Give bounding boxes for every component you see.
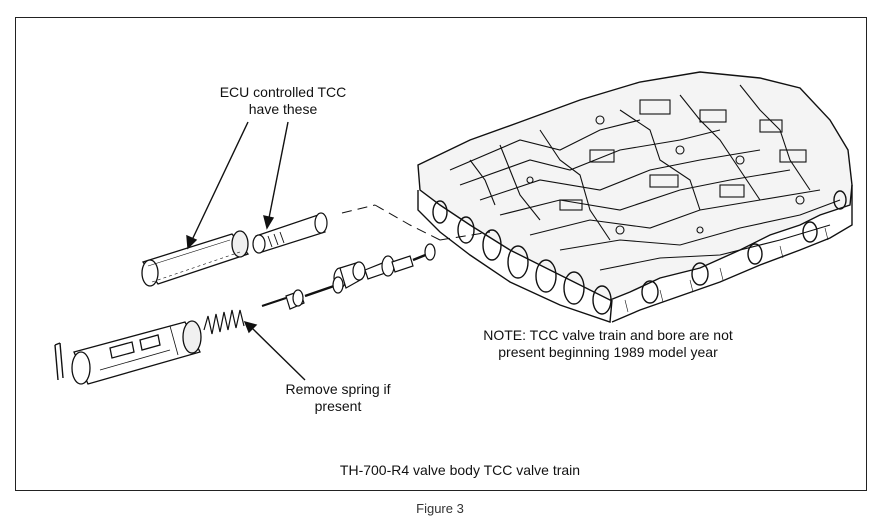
note-label: NOTE: TCC valve train and bore are not p… [428,327,788,361]
note-line1: NOTE: TCC valve train and bore are not [483,327,733,343]
spring-label-line1: Remove spring if [285,381,391,397]
tcc-valve-stem [333,243,436,289]
tcc-valve-lower [261,276,344,310]
remove-spring-label: Remove spring if present [248,381,428,415]
ecu-label-line2: have these [248,101,318,117]
center-lines [341,204,491,241]
tcc-plunger-cylinder [141,230,250,287]
tcc-spring [203,309,245,335]
figure-frame [15,17,867,491]
figure-number: Figure 3 [416,501,464,516]
ecu-controlled-label: ECU controlled TCC have these [183,84,383,118]
valve-body-casting [417,71,853,323]
ecu-label-line1: ECU controlled TCC [219,84,347,100]
note-line2: present beginning 1989 model year [498,344,718,360]
spring-label-line2: present [314,398,362,414]
retainer-pin [54,342,64,381]
leader-arrows [186,121,306,381]
figure-caption: TH-700-R4 valve body TCC valve train [339,462,581,478]
tcc-valve-end [71,320,202,385]
tcc-sleeve [252,212,328,254]
